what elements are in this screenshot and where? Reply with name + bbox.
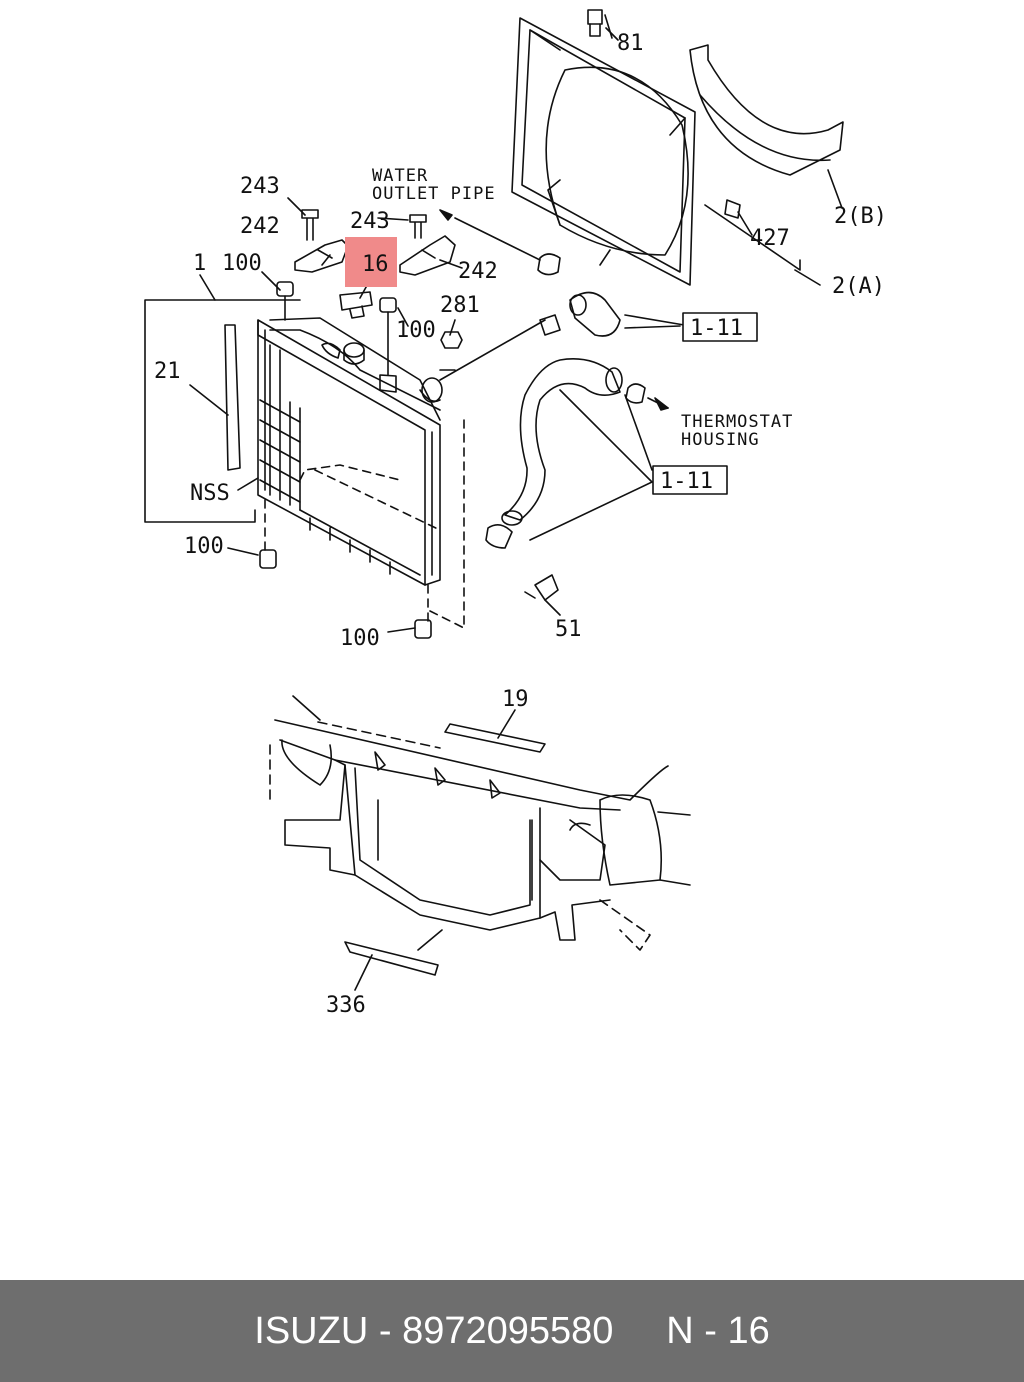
label-100-top-left: 100 [222, 251, 262, 276]
radiator-body [257, 317, 443, 586]
label-242-right: 242 [458, 259, 498, 284]
label-281: 281 [440, 293, 480, 318]
bolt-81-shape [587, 9, 613, 39]
footer-brand: ISUZU [254, 1309, 369, 1352]
parts-diagram: 81 2(B) 2(A) 427 243 243 242 242 16 1 10… [144, 9, 887, 1018]
footer-separator: - [368, 1309, 403, 1352]
radiator-cap-16 [339, 291, 373, 319]
label-242-left: 242 [240, 214, 280, 239]
seal-336 [344, 941, 439, 976]
footer-bar: ISUZU - 8972095580 N - 16 [0, 1280, 1024, 1382]
footer-ref-letter: N [666, 1309, 694, 1352]
note-thermostat-line2: HOUSING [681, 430, 760, 450]
drain-cock-51 [524, 574, 559, 601]
footer-part-number: 8972095580 [402, 1309, 614, 1352]
footer-ref-number: 16 [727, 1309, 770, 1352]
footer-separator: - [693, 1309, 728, 1352]
note-thermostat-line1: THERMOSTAT [681, 412, 793, 432]
label-nss: NSS [190, 481, 230, 506]
label-2a: 2(A) [832, 274, 885, 299]
footer-gap [613, 1310, 666, 1353]
fan-shroud [511, 17, 696, 286]
bracket-242-right [399, 235, 456, 276]
label-2b: 2(B) [834, 204, 887, 229]
label-19: 19 [502, 687, 529, 712]
label-427: 427 [750, 226, 790, 251]
label-100-bottom-right: 100 [340, 626, 380, 651]
label-100-bottom-left: 100 [184, 534, 224, 559]
label-81: 81 [617, 31, 644, 56]
highlight-box [345, 237, 397, 287]
seal-strip-21 [224, 324, 241, 471]
label-243-left: 243 [240, 174, 280, 199]
label-100-top-right: 100 [396, 318, 436, 343]
lower-hose [485, 358, 646, 549]
note-water-line2: OUTLET PIPE [372, 184, 496, 204]
upper-hose [537, 253, 621, 337]
clip-427 [724, 199, 741, 219]
shroud-strap [689, 44, 844, 176]
label-21: 21 [154, 359, 181, 384]
label-51: 51 [555, 617, 582, 642]
label-1-11-lower: 1-11 [660, 469, 713, 494]
front-panel [269, 695, 691, 951]
label-1: 1 [193, 251, 206, 276]
note-water-line1: WATER [372, 166, 428, 186]
label-16: 16 [362, 252, 389, 277]
label-336: 336 [326, 993, 366, 1018]
bracket-242-left [294, 239, 349, 273]
label-243-right: 243 [350, 209, 390, 234]
label-1-11-upper: 1-11 [690, 316, 743, 341]
seal-19 [444, 723, 546, 753]
